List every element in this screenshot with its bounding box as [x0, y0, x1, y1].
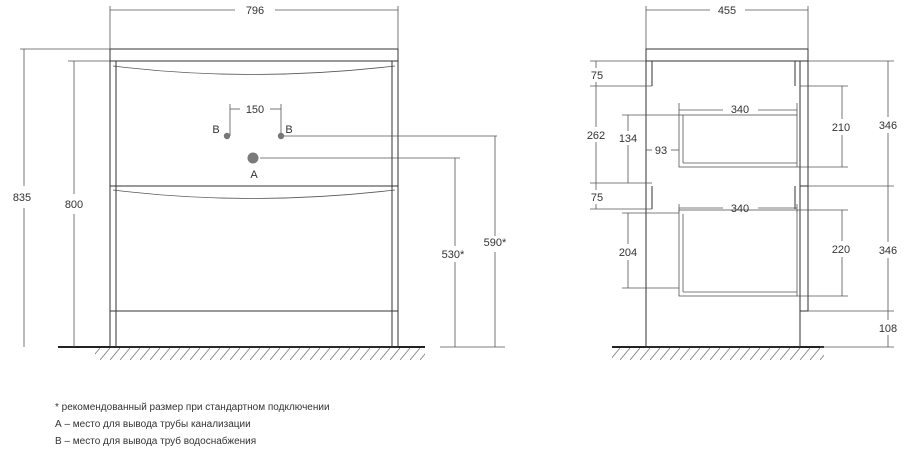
- point-a-label: A: [250, 169, 258, 181]
- front-countertop: [109, 48, 399, 62]
- notes-block: * рекомендованный размер при стандартном…: [55, 399, 330, 450]
- front-view: 796 835 800 150 B B A 530* 590*: [13, 5, 507, 360]
- water-height-label: 590*: [484, 237, 507, 249]
- bottom-drawer-handle-curve: [112, 189, 396, 199]
- side-upper-section-label: 346: [879, 120, 897, 132]
- side-depth-label: 455: [718, 5, 736, 17]
- drain-height-label: 530*: [442, 249, 465, 261]
- note-point-b: В – место для вывода труб водоснабжения: [55, 436, 257, 447]
- side-cabinet-body: [645, 60, 801, 348]
- side-lower-drawer-height-label: 220: [832, 244, 850, 256]
- side-upper-offset-label: 93: [655, 145, 667, 157]
- side-countertop: [645, 48, 809, 62]
- side-view: 455 75 262 75 134 93 204 340: [587, 5, 897, 360]
- note-point-a: А – место для вывода трубы канализации: [55, 419, 251, 430]
- front-floor-hatch: [95, 348, 425, 360]
- point-b-left-label: B: [212, 124, 219, 136]
- note-recommended-size: * рекомендованный размер при стандартном…: [55, 402, 330, 413]
- top-drawer-handle-curve: [112, 65, 396, 75]
- water-outlet-left-marker: [223, 132, 231, 140]
- side-upper-inner-label: 134: [619, 133, 637, 145]
- side-lower-section-label: 346: [879, 245, 897, 257]
- side-lower-drawer-width-label: 340: [731, 203, 749, 215]
- side-upper-height-label: 262: [587, 130, 605, 142]
- side-plinth-label: 108: [879, 323, 897, 335]
- pipe-spacing-label: 150: [246, 104, 264, 116]
- upper-drawer-box: [678, 114, 798, 168]
- lower-drawer-box: [678, 209, 798, 297]
- side-top-gap-label: 75: [591, 70, 603, 82]
- side-upper-drawer-width-label: 340: [731, 104, 749, 116]
- side-upper-drawer-height-label: 210: [832, 122, 850, 134]
- front-body-height-label: 800: [65, 199, 83, 211]
- water-outlet-right-marker: [277, 132, 285, 140]
- front-cabinet-body: [109, 60, 399, 348]
- point-b-right-label: B: [285, 124, 292, 136]
- side-lower-height-label: 204: [619, 247, 637, 259]
- side-bottom-drawer-front: [799, 185, 809, 312]
- drain-outlet-marker: [247, 152, 259, 164]
- side-middle-gap-label: 75: [591, 192, 603, 204]
- front-width-label: 796: [246, 5, 264, 17]
- front-total-height-label: 835: [13, 192, 31, 204]
- side-floor-hatch: [612, 348, 824, 360]
